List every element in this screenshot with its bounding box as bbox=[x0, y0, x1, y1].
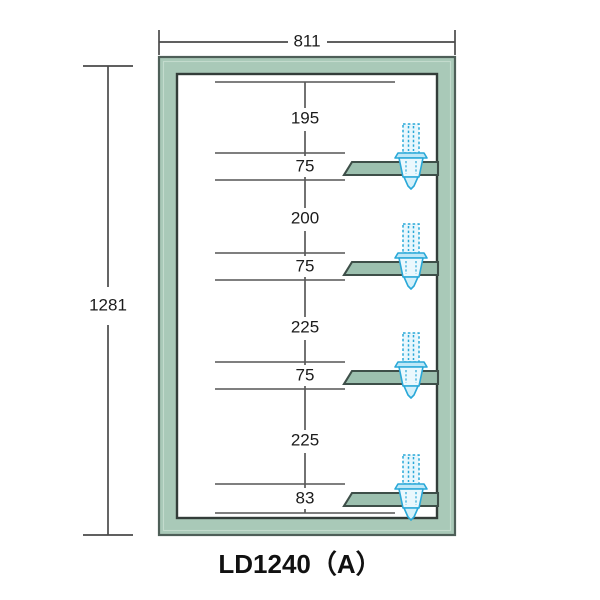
overall-height-dimension: 1281 bbox=[83, 65, 133, 536]
chain-label-2: 200 bbox=[291, 208, 319, 227]
chain-label-5: 75 bbox=[296, 365, 315, 384]
dimension-chain: 195 75 200 75 225 75 225 83 bbox=[291, 82, 319, 513]
drawing-title: LD1240（A） bbox=[218, 549, 381, 579]
frame-highlight-line bbox=[162, 60, 452, 532]
chain-label-0: 195 bbox=[291, 108, 319, 127]
chain-label-3: 75 bbox=[296, 256, 315, 275]
chain-label-7: 83 bbox=[296, 488, 315, 507]
frame-inner-opening bbox=[175, 72, 439, 520]
chain-label-1: 75 bbox=[296, 156, 315, 175]
overall-height-label: 1281 bbox=[89, 295, 127, 314]
chain-label-6: 225 bbox=[291, 430, 319, 449]
overall-width-dimension: 811 bbox=[158, 30, 456, 55]
overall-width-label: 811 bbox=[293, 31, 320, 50]
chain-label-4: 225 bbox=[291, 317, 319, 336]
